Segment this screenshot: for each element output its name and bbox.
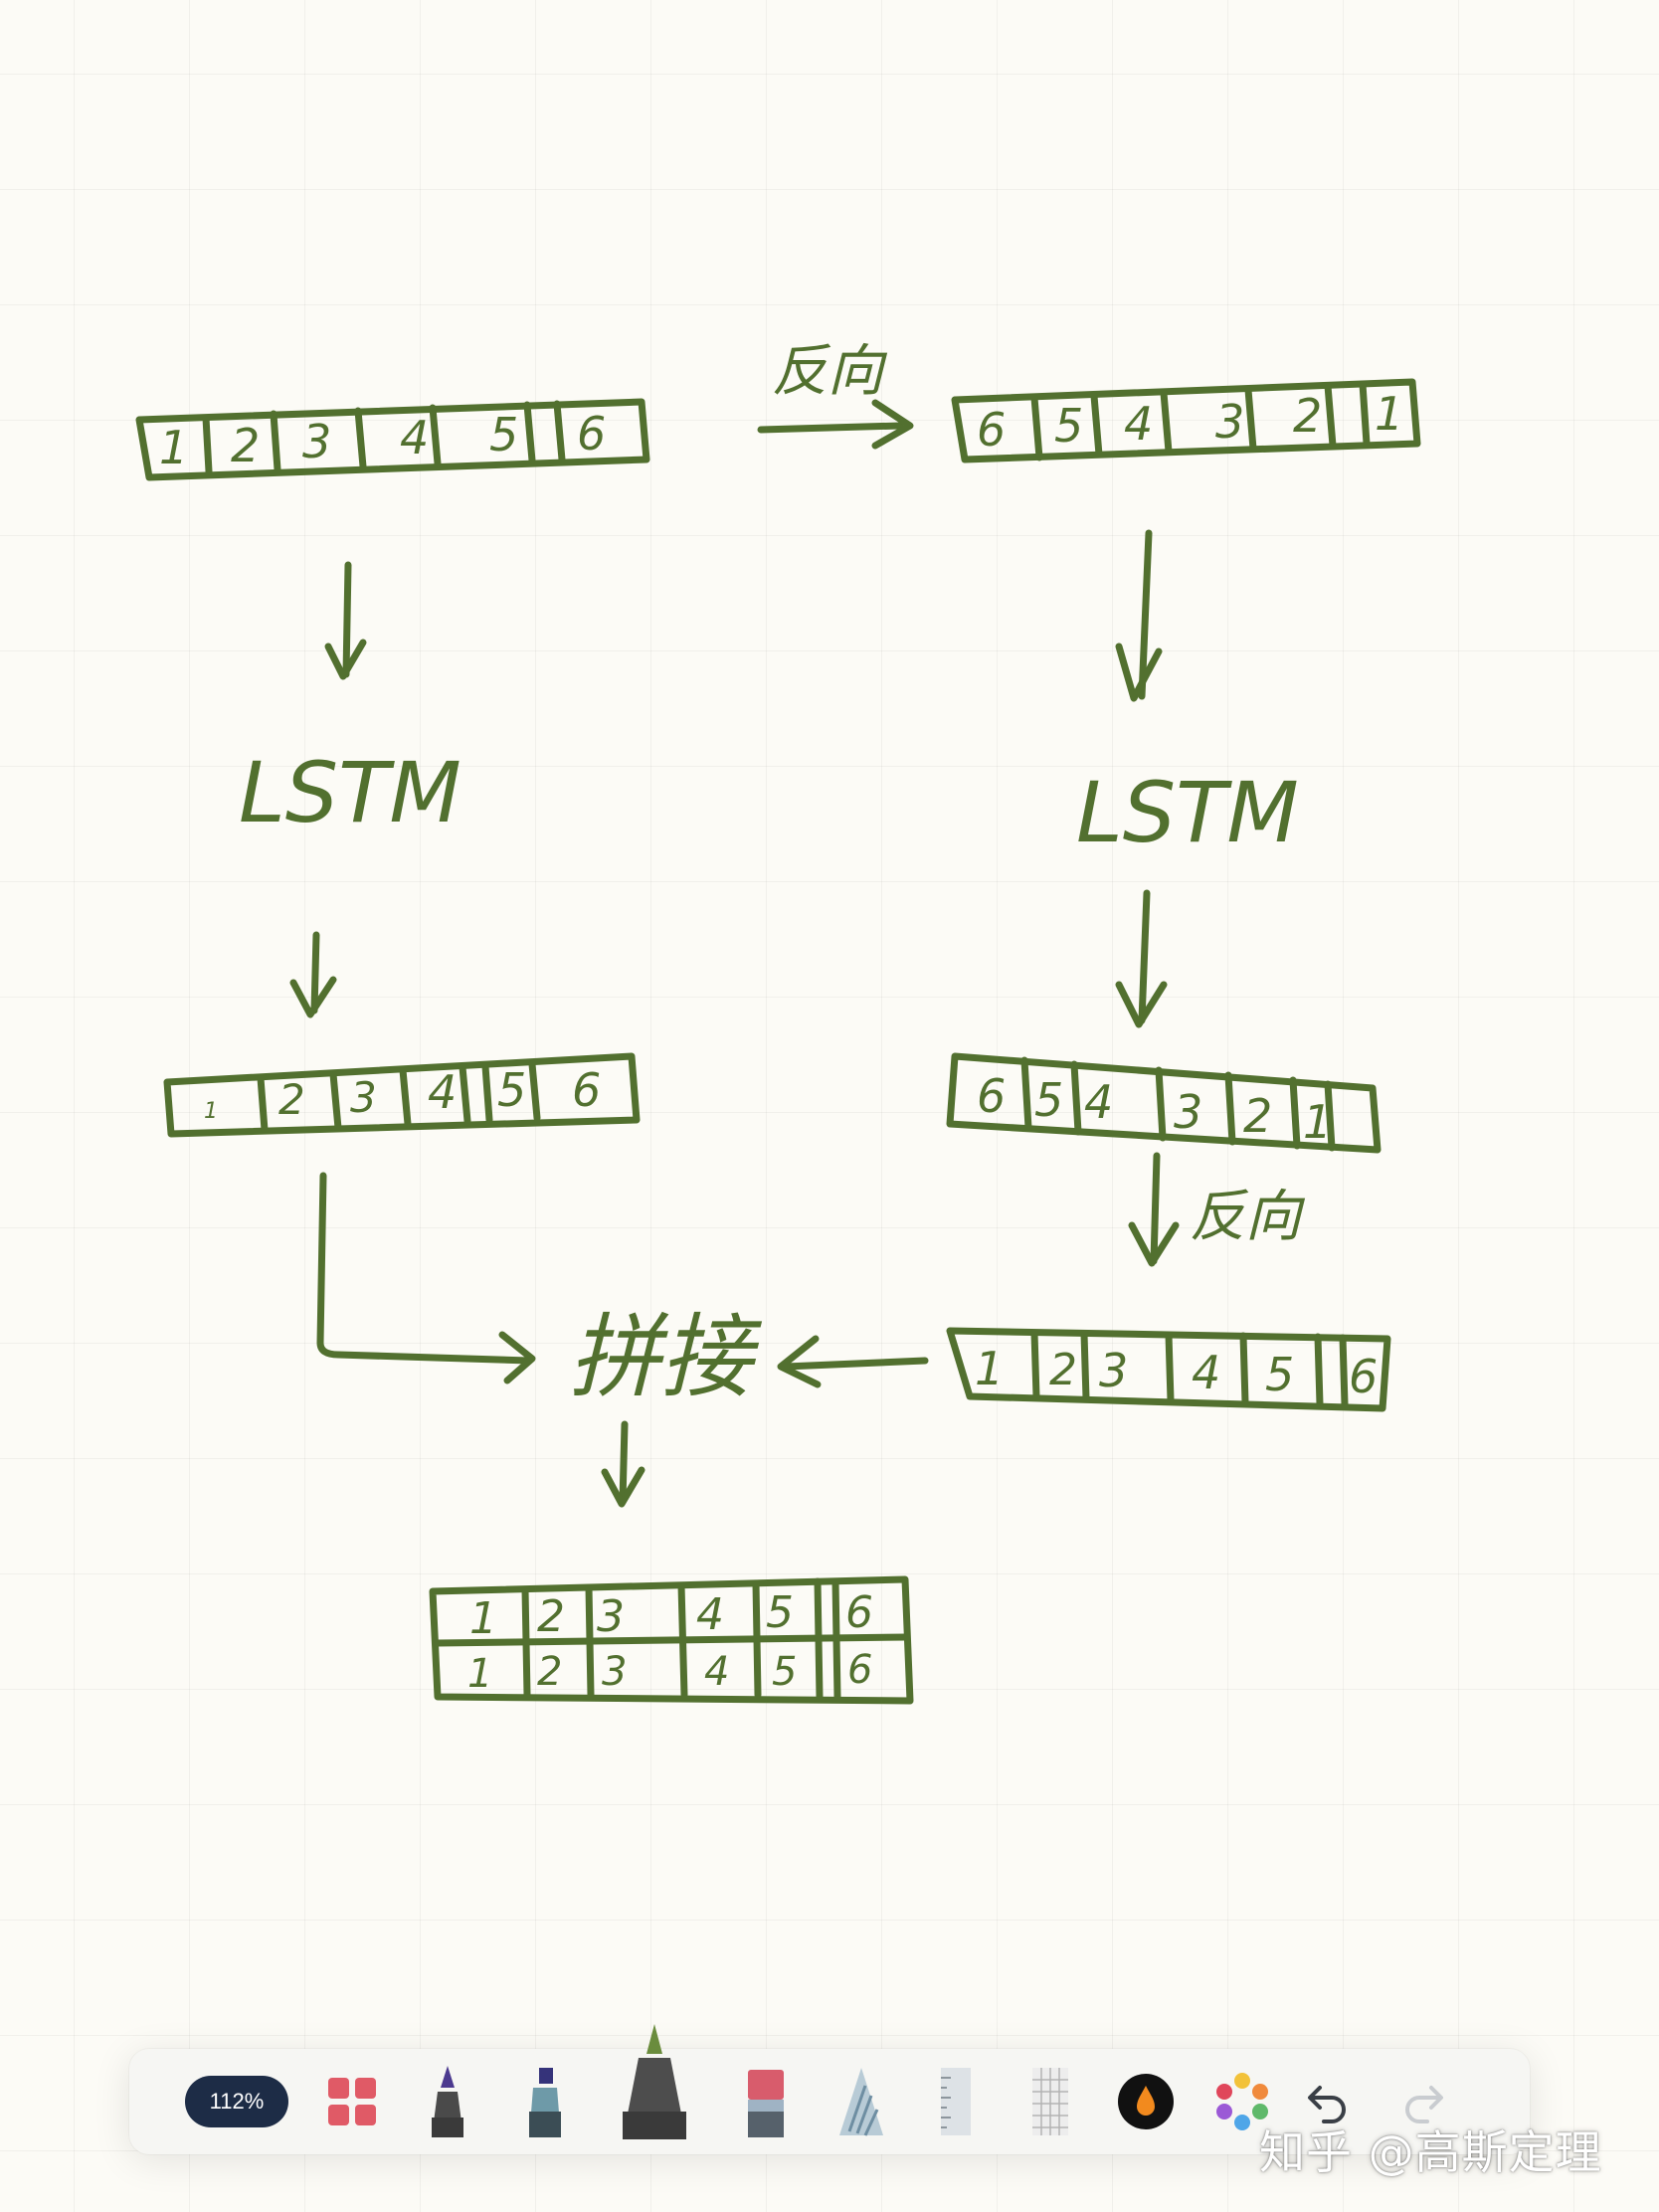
- color-palette-button[interactable]: [1207, 2049, 1277, 2154]
- cell-text: 5: [497, 1063, 526, 1117]
- zoom-level-button[interactable]: 112%: [185, 2076, 288, 2127]
- marker-pen-icon: [529, 2068, 561, 2137]
- ink-color-swatch[interactable]: [1116, 2049, 1176, 2154]
- cell-text: 6: [1349, 1350, 1378, 1403]
- cell-text: 3: [1215, 395, 1244, 449]
- concat-output-matrix: [429, 1575, 914, 1705]
- grid-paper-icon: [1032, 2068, 1068, 2135]
- cell-text: 3: [1099, 1344, 1128, 1397]
- marker-tool[interactable]: [517, 2049, 573, 2154]
- cell-text: 3: [302, 415, 331, 468]
- cell-text: 3: [350, 1073, 377, 1122]
- cell-text: 4: [428, 1065, 457, 1119]
- reverse-arrow-down: [1128, 1152, 1180, 1267]
- eraser-tool[interactable]: [736, 2049, 796, 2154]
- cell-text: 2: [1049, 1345, 1077, 1395]
- cell-text: 2: [1293, 389, 1322, 443]
- cell-text: 4: [400, 411, 429, 464]
- cell-text: 1: [467, 1651, 492, 1697]
- cell-text: 1: [159, 421, 188, 474]
- down-arrow: [289, 889, 1168, 1028]
- cell-text: 5: [766, 1587, 794, 1638]
- color-palette-icon: [1216, 2073, 1268, 2130]
- fineliner-tool[interactable]: [420, 2049, 475, 2154]
- fineliner-pen-icon: [432, 2066, 463, 2137]
- redo-button[interactable]: [1388, 2049, 1458, 2154]
- layers-button[interactable]: [324, 2049, 380, 2154]
- cell-text: 5: [1034, 1073, 1063, 1127]
- undo-icon: [1308, 2086, 1346, 2123]
- undo-button[interactable]: [1293, 2049, 1363, 2154]
- cell-text: 5: [1265, 1348, 1294, 1401]
- cell-text: 5: [1054, 399, 1083, 453]
- cell-text: 3: [597, 1591, 625, 1642]
- brush-tool-selected[interactable]: [607, 2015, 702, 2154]
- cell-text: 6: [572, 1063, 601, 1117]
- hatch-pencil-icon: [839, 2068, 883, 2136]
- reverse-arrow: [757, 399, 914, 450]
- cell-text: 2: [278, 1075, 305, 1124]
- cell-text: 6: [845, 1587, 873, 1638]
- cell-text: 5: [772, 1649, 797, 1695]
- cell-text: 6: [577, 407, 606, 461]
- cell-text: 1: [1303, 1095, 1332, 1149]
- cell-text: 6: [977, 403, 1006, 457]
- cell-text: 6: [847, 1647, 872, 1693]
- reverse-label: 反向: [1190, 1185, 1306, 1249]
- cell-text: 2: [537, 1649, 562, 1695]
- concat-label: 拼接: [569, 1304, 763, 1410]
- grid-paper-tool[interactable]: [1020, 2049, 1080, 2154]
- lstm-label-right: LSTM: [1076, 764, 1299, 861]
- merge-arrows: [316, 1172, 929, 1508]
- mid-left-sequence: [163, 1052, 641, 1138]
- cell-text: 1: [469, 1593, 497, 1644]
- hatch-tool[interactable]: [831, 2049, 891, 2154]
- ruler-icon: [941, 2068, 971, 2135]
- cell-text: 1: [975, 1342, 1004, 1395]
- mid-right-sequence: [946, 1052, 1382, 1154]
- cell-text: 2: [1243, 1089, 1272, 1143]
- reverse-label: 反向: [772, 339, 888, 404]
- top-right-sequence: [951, 378, 1421, 463]
- cell-text: 1: [204, 1099, 218, 1124]
- cell-text: 3: [1174, 1085, 1202, 1139]
- tool-palette: 112%: [129, 2024, 1530, 2154]
- cell-text: 4: [1124, 397, 1153, 451]
- watermark: 知乎 @高斯定理: [1259, 2125, 1602, 2179]
- eraser-icon: [748, 2070, 784, 2137]
- cell-text: 2: [537, 1591, 565, 1642]
- cell-text: 4: [1084, 1075, 1113, 1129]
- down-arrow: [324, 529, 1163, 702]
- cell-text: 4: [704, 1649, 729, 1695]
- cell-text: 5: [489, 408, 518, 461]
- color-swatch-icon: [1118, 2074, 1174, 2129]
- cell-text: 4: [1192, 1346, 1220, 1399]
- layers-icon: [328, 2078, 376, 2125]
- cell-text: 2: [231, 419, 260, 472]
- top-left-sequence: [135, 398, 650, 481]
- cell-text: 1: [1375, 387, 1403, 441]
- brush-pen-icon: [623, 2024, 686, 2139]
- lstm-label-left: LSTM: [239, 744, 461, 841]
- lower-right-sequence: [946, 1327, 1391, 1412]
- cell-text: 4: [696, 1589, 724, 1640]
- ruler-tool[interactable]: [925, 2049, 985, 2154]
- cell-text: 3: [602, 1649, 627, 1695]
- cell-text: 6: [977, 1069, 1006, 1123]
- redo-icon: [1405, 2086, 1443, 2123]
